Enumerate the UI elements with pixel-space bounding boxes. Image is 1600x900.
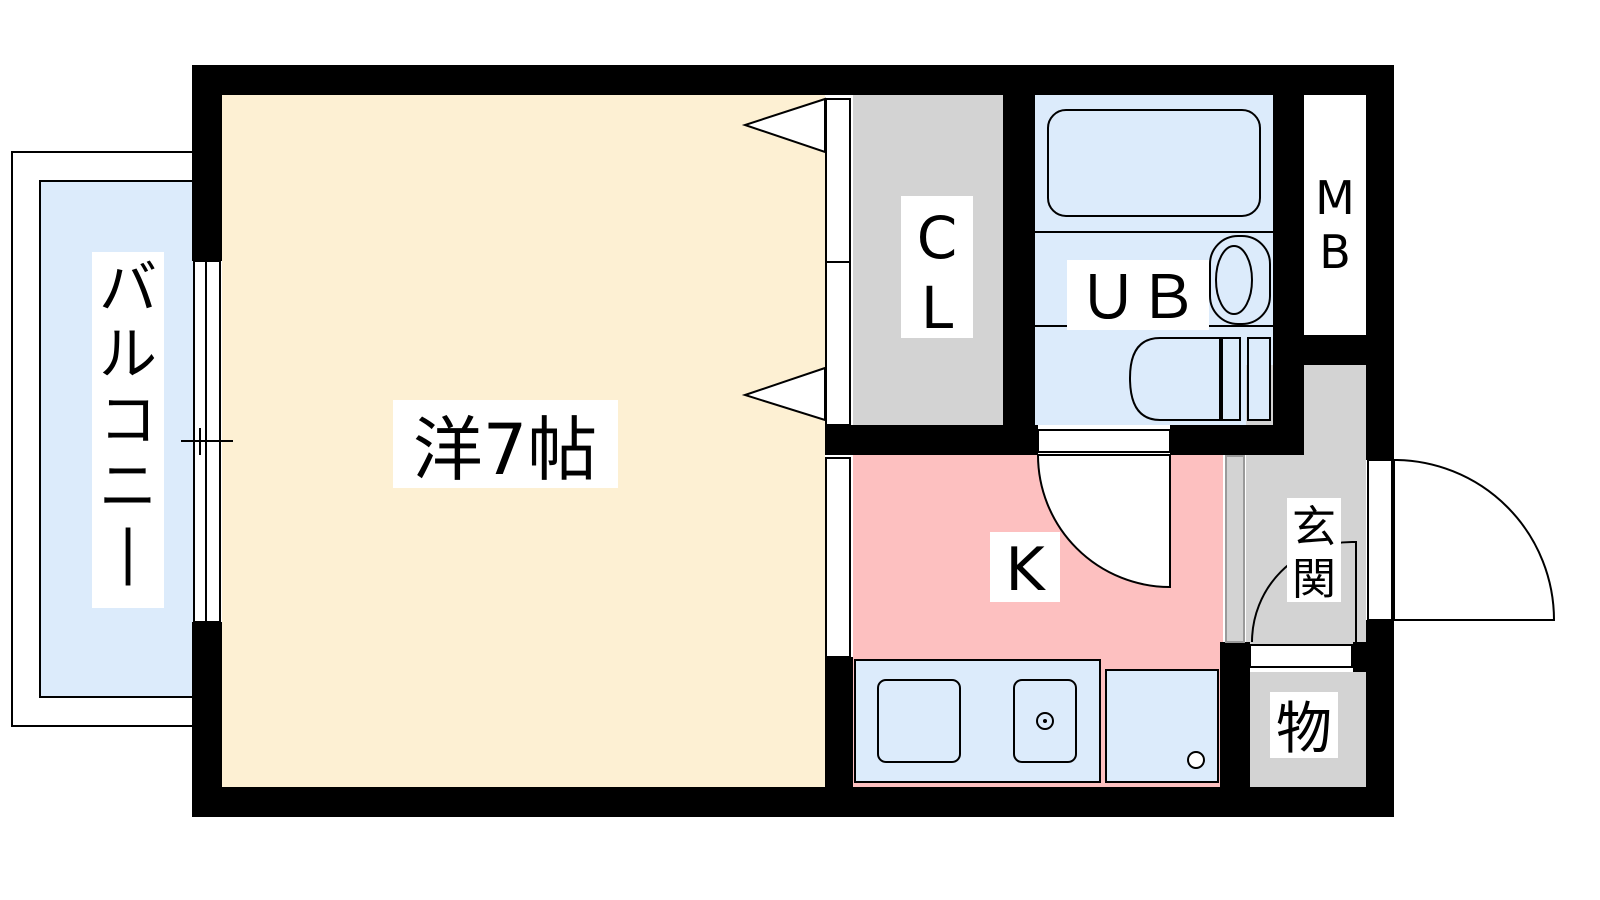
- kitchen-counter: [854, 659, 1219, 783]
- wall-closet-bath: [1003, 95, 1035, 455]
- entrance-label-2: 関: [1292, 554, 1336, 605]
- toilet-tank: [1247, 337, 1271, 421]
- wall-kitchen-left: [825, 657, 853, 787]
- meter-box-label-m: M: [1315, 171, 1355, 225]
- label-storage: 物: [1270, 692, 1338, 762]
- sink: [877, 679, 961, 763]
- western-room-label: 洋7帖: [413, 409, 598, 491]
- label-western-room: 洋7帖: [393, 400, 618, 491]
- burner-icon: [1036, 712, 1054, 730]
- wall-right-lower: [1366, 620, 1394, 817]
- bath-door: [1036, 429, 1171, 589]
- balcony-label-char: |: [118, 518, 138, 586]
- entrance-details: [1225, 455, 1357, 668]
- front-door-swing: [1393, 458, 1556, 621]
- wall-top: [192, 65, 1394, 95]
- balcony-label-char: ニ: [99, 452, 157, 520]
- label-entrance: 玄 関: [1287, 498, 1341, 605]
- closet-label-l: L: [921, 274, 953, 342]
- washbasin: [1209, 235, 1271, 325]
- bath-fixtures: [1035, 109, 1273, 421]
- wall-left-lower: [192, 622, 222, 817]
- meter-box-label-b: B: [1319, 225, 1351, 279]
- closet-door-lower: [741, 366, 826, 422]
- kitchen-room-door: [825, 457, 851, 658]
- wall-closet-bottom: [825, 425, 1038, 455]
- wall-storage-left: [1220, 642, 1250, 787]
- closet-label-c: C: [917, 204, 958, 272]
- wall-storage-top: [1353, 642, 1366, 672]
- walls: [192, 65, 1394, 817]
- balcony-label-1: バルコニ|: [99, 254, 157, 586]
- balcony-label-char: コ: [99, 386, 157, 454]
- entrance-label-1: 玄: [1292, 502, 1336, 553]
- balcony-label-char: ル: [99, 320, 157, 388]
- front-door: [1367, 458, 1556, 621]
- wall-right-upper: [1366, 65, 1394, 460]
- label-meter-box: M B: [1315, 171, 1355, 279]
- unit-bath-label: ＵＢ: [1078, 263, 1198, 333]
- balcony-label-char: バ: [99, 254, 157, 322]
- label-unit-bath: ＵＢ: [1067, 260, 1209, 333]
- wall-bottom: [192, 787, 1394, 817]
- balcony-window: [181, 260, 233, 623]
- label-balcony: バルコニ|: [92, 252, 164, 608]
- bathtub: [1047, 109, 1261, 217]
- toilet: [1128, 337, 1221, 421]
- wall-bath-bottom: [1170, 425, 1304, 455]
- meter-box: [1304, 95, 1366, 335]
- closet-doors: [741, 97, 851, 426]
- label-closet: C L: [901, 196, 973, 342]
- closet-door-upper: [741, 97, 826, 154]
- wall-mb-bottom: [1304, 335, 1366, 365]
- storage-label: 物: [1276, 697, 1332, 762]
- wall-bath-mb: [1273, 95, 1304, 455]
- wall-left-upper: [192, 65, 222, 261]
- label-kitchen: K: [990, 532, 1060, 605]
- kitchen-label: K: [1005, 535, 1046, 605]
